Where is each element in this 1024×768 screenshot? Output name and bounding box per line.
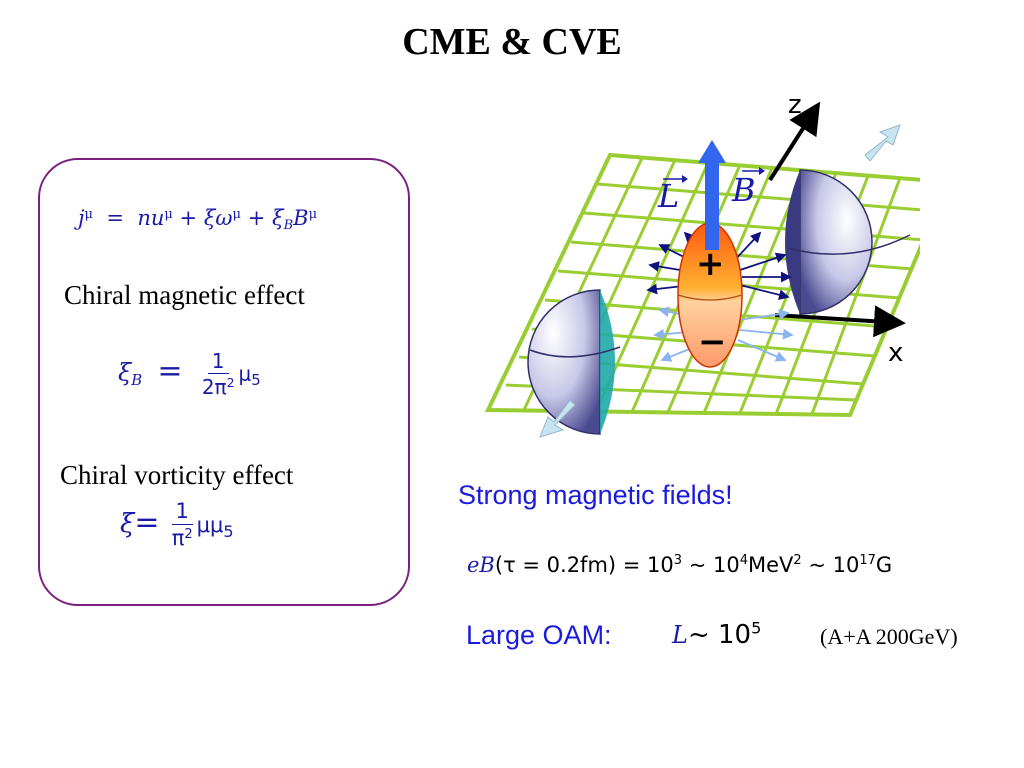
eb-part-b: (τ = 0.2fm) = 10 <box>494 553 674 577</box>
angular-momentum-arrow <box>698 140 726 250</box>
eb-part-c: ~ 10 <box>682 553 740 577</box>
x-axis <box>774 305 906 338</box>
vector-b-text: B <box>731 171 756 209</box>
xi-b-subscript: B <box>131 370 143 389</box>
equals-sign: = <box>106 206 124 230</box>
term-b: B <box>293 206 309 230</box>
eb-part-d: MeV <box>748 553 794 577</box>
cme-equation: ξB = 1 2π2 μ5 <box>118 350 261 398</box>
fraction-numerator: 1 <box>171 499 193 526</box>
oam-label: Large OAM: <box>466 620 612 650</box>
eb-exp-4: 4 <box>739 553 748 569</box>
collision-diagram: z x + − L B <box>484 90 920 438</box>
cme-label: Chiral magnetic effect <box>64 280 305 310</box>
eb-exp-17: 17 <box>859 553 876 569</box>
j-symbol: j <box>78 206 85 230</box>
cme-fraction: 1 2π2 <box>198 350 239 398</box>
oam-exp: 5 <box>751 618 762 638</box>
cve-fraction: 1 π2 <box>168 499 197 550</box>
oam-note: (A+A 200GeV) <box>820 624 958 649</box>
spectator-nucleus-left <box>527 289 621 438</box>
strong-fields-text: Strong magnetic fields! <box>458 480 733 510</box>
xi-symbol: ξ <box>120 509 135 540</box>
term-b-sup: μ <box>308 206 318 222</box>
vector-l-text: L <box>657 177 679 215</box>
xi-symbol: ξ <box>118 358 132 387</box>
equals-sign: = <box>134 505 160 541</box>
vector-b-label: B <box>731 167 765 209</box>
term-nu-sup: μ <box>164 206 173 222</box>
minus-charge-sign: − <box>698 322 727 362</box>
eb-exp-2: 2 <box>793 553 802 569</box>
eb-exp-3: 3 <box>673 553 683 569</box>
eb-part-e: ~ 10 <box>801 553 860 577</box>
z-axis-label: z <box>788 90 802 120</box>
mu-mu-symbol: μμ <box>196 513 224 538</box>
plus-sign: + <box>247 206 266 230</box>
equation-box <box>38 158 410 606</box>
oam-equation: L~ 105 <box>672 620 761 650</box>
plus-charge-sign: + <box>696 244 725 284</box>
den-text: 2π <box>201 375 227 399</box>
term-xi-omega: ξω <box>203 206 233 230</box>
slide-title: CME & CVE <box>402 21 622 63</box>
term-xi-b: ξ <box>271 206 284 230</box>
mu-superscript: μ <box>84 206 93 222</box>
eb-part-f: G <box>875 553 893 577</box>
x-axis-label: x <box>888 338 903 368</box>
eb-equation: eB(τ = 0.2fm) = 103 ~ 104MeV2 ~ 1017G <box>467 553 892 577</box>
cve-label: Chiral vorticity effect <box>60 460 294 490</box>
plus-sign: + <box>179 206 198 230</box>
fraction-denominator: π2 <box>168 525 197 550</box>
mu-subscript: 5 <box>223 521 234 541</box>
term-xi-b-sub: B <box>283 217 294 233</box>
equals-sign: = <box>157 353 183 389</box>
den-text: π <box>171 526 185 551</box>
den-sup: 2 <box>226 375 235 391</box>
vector-l-label: L <box>657 175 688 215</box>
term-xi-omega-sup: μ <box>232 206 241 222</box>
oam-l-symbol: L <box>672 621 688 649</box>
oam-value: ~ 10 <box>687 620 752 650</box>
mu-subscript: 5 <box>251 370 261 389</box>
den-sup: 2 <box>184 526 193 542</box>
mu-symbol: μ <box>238 361 252 386</box>
fraction-denominator: 2π2 <box>198 374 239 398</box>
spectator-nucleus-right <box>785 124 911 315</box>
cve-equation: ξ= 1 π2 μμ5 <box>120 499 234 550</box>
fraction-numerator: 1 <box>207 350 229 374</box>
z-axis <box>768 101 821 182</box>
eb-symbol: eB <box>467 553 495 577</box>
term-nu: nu <box>137 206 165 230</box>
current-equation: jμ = nuμ + ξωμ + ξBBμ <box>78 206 318 233</box>
